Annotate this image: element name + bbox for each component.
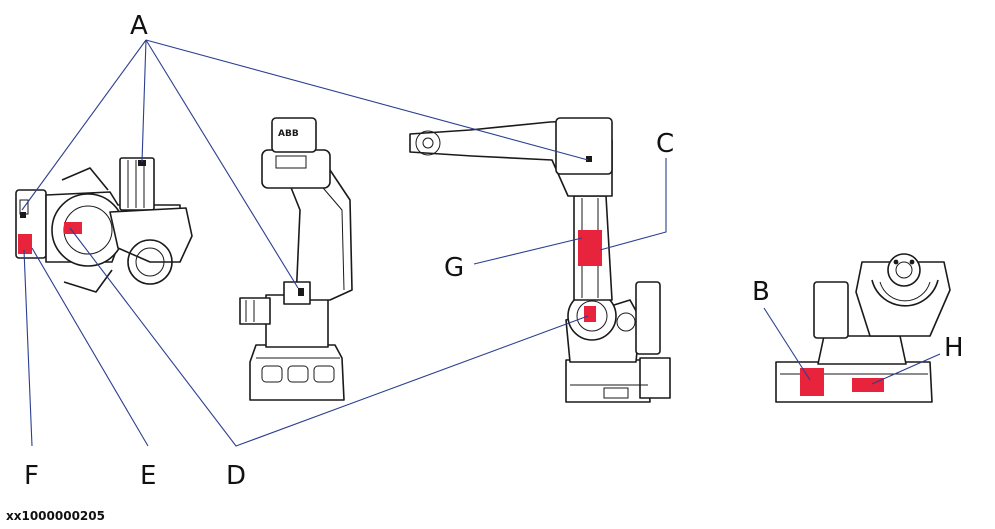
label-h-marker [852, 378, 884, 392]
robot-rear-view [775, 253, 951, 403]
callout-a: A [130, 11, 148, 41]
robot-side-view: ABB [239, 117, 353, 401]
callout-c: C [656, 129, 674, 159]
callout-e: E [140, 461, 156, 491]
svg-text:ABB: ABB [278, 129, 299, 139]
callout-b: B [752, 277, 770, 307]
callout-g: G [444, 253, 464, 283]
callout-h: H [944, 333, 964, 363]
callout-f: F [24, 461, 39, 491]
leader-lines [21, 39, 941, 447]
callout-d: D [226, 461, 246, 491]
robot-top-view [15, 157, 193, 293]
label-b-marker [800, 368, 824, 396]
robot-front-view [409, 117, 671, 403]
callout-labels: A C G B H F E D [24, 11, 964, 491]
figure-id: xx1000000205 [6, 509, 105, 523]
label-f-marker [18, 234, 32, 254]
label-d-marker [584, 306, 596, 322]
label-g-marker [578, 230, 602, 266]
label-e-marker [64, 222, 82, 234]
